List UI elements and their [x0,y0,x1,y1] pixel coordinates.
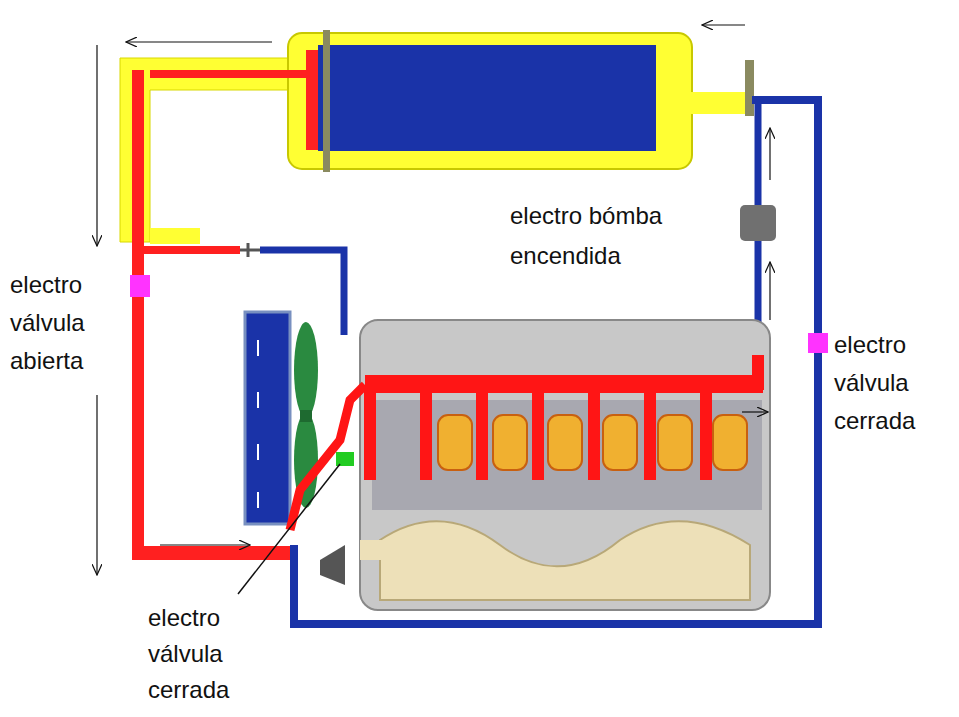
valve-label: electro válvula abierta [10,266,128,380]
valve-label: electro válvula cerrada [834,326,952,440]
valve-label: electro válvula cerrada [148,600,268,708]
valve-label: electro bómba encendida [510,196,730,276]
